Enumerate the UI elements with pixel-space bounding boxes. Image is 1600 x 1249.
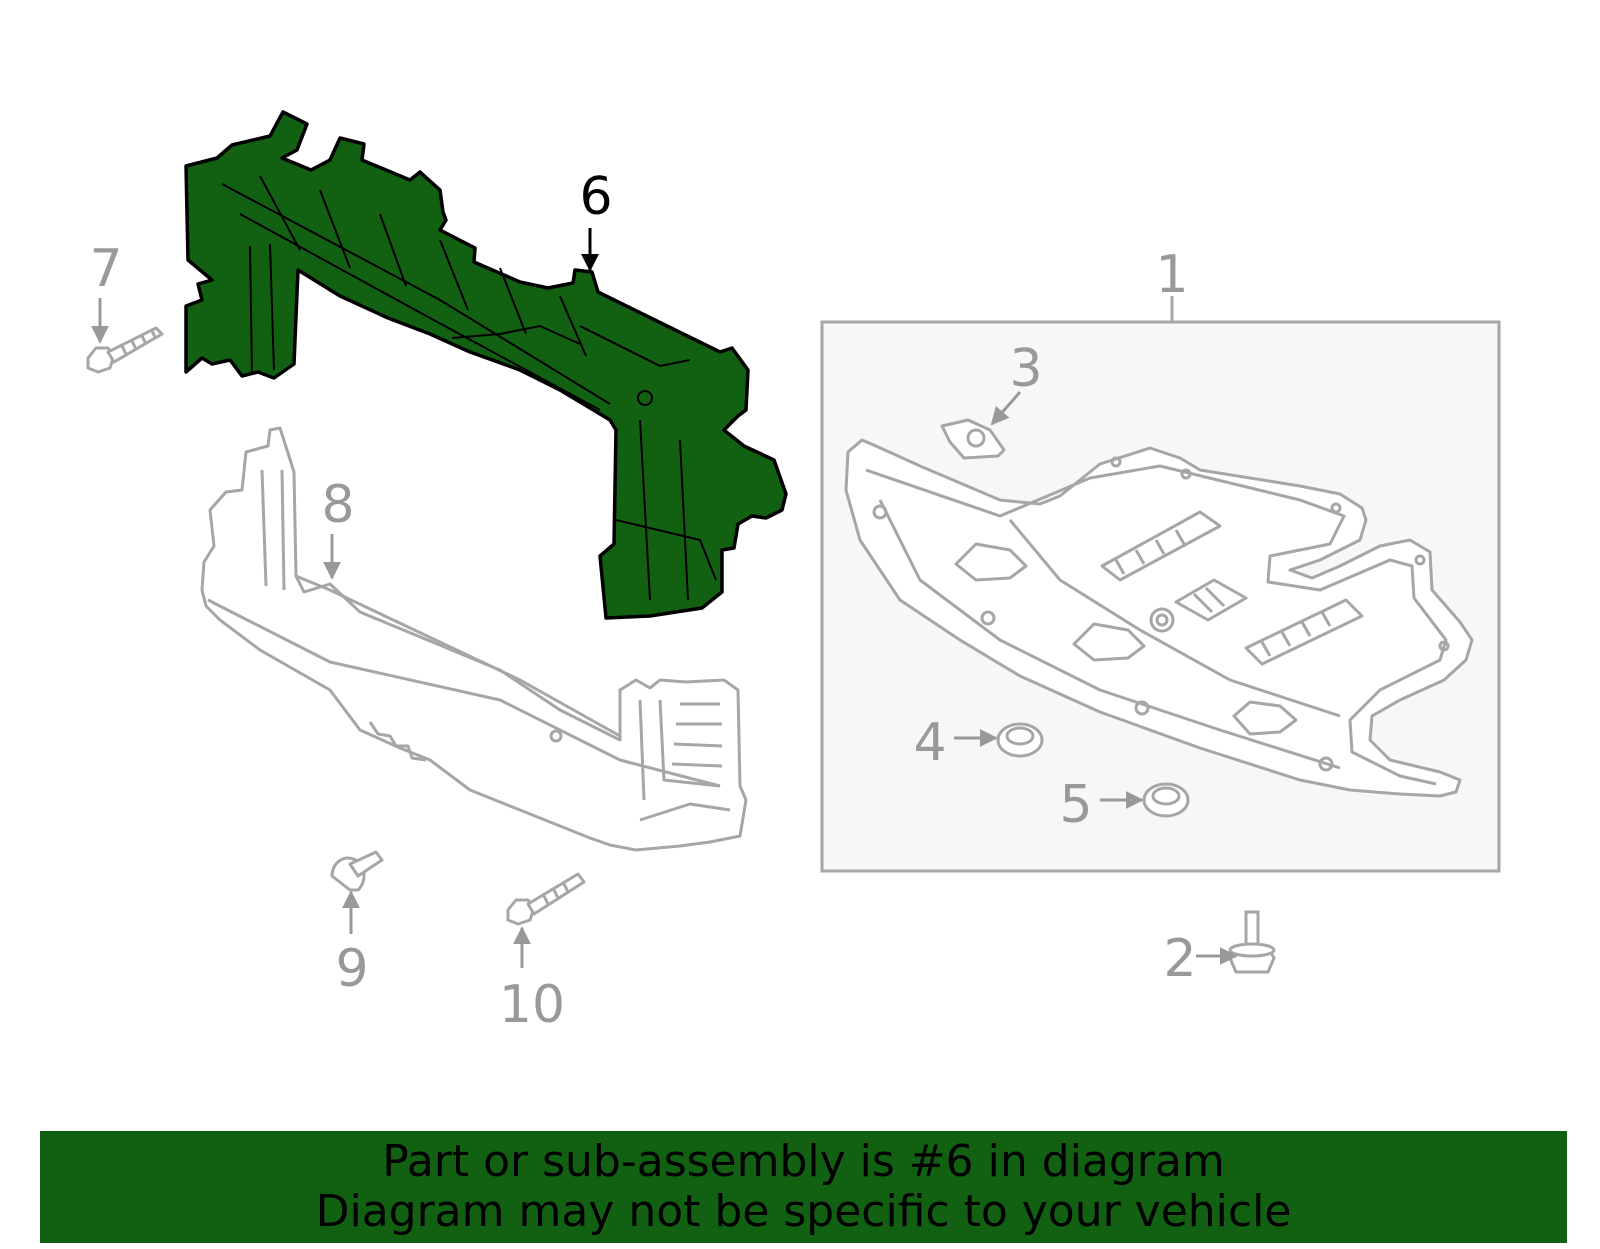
callout-4[interactable]: 4 — [913, 713, 946, 773]
part-9-clip[interactable] — [330, 850, 384, 934]
part-4-grommet[interactable] — [954, 722, 1044, 758]
callout-1[interactable]: 1 — [1155, 245, 1188, 305]
part-3-clip-nut[interactable] — [940, 391, 1022, 460]
callout-10[interactable]: 10 — [499, 975, 565, 1035]
banner-line-disclaimer: Diagram may not be specific to your vehi… — [315, 1186, 1292, 1237]
callout-3[interactable]: 3 — [1009, 339, 1042, 399]
part-7-bolt[interactable] — [86, 298, 164, 374]
info-banner: Part or sub-assembly is #6 in diagram Di… — [40, 1131, 1567, 1243]
part-2-bolt[interactable] — [1196, 910, 1276, 974]
callout-8[interactable]: 8 — [321, 475, 354, 535]
part-8-lower-support[interactable] — [200, 426, 748, 852]
banner-line-part-number: Part or sub-assembly is #6 in diagram — [382, 1136, 1225, 1187]
callout-2[interactable]: 2 — [1163, 929, 1196, 989]
part-5-grommet[interactable] — [1100, 782, 1190, 818]
callout-5[interactable]: 5 — [1059, 775, 1092, 835]
part-6-support-assembly[interactable] — [184, 110, 788, 620]
callout-6[interactable]: 6 — [579, 167, 612, 227]
callout-7[interactable]: 7 — [89, 239, 122, 299]
part-10-bolt[interactable] — [506, 872, 586, 968]
callout-9[interactable]: 9 — [335, 939, 368, 999]
under-cover-panel[interactable] — [844, 438, 1474, 798]
